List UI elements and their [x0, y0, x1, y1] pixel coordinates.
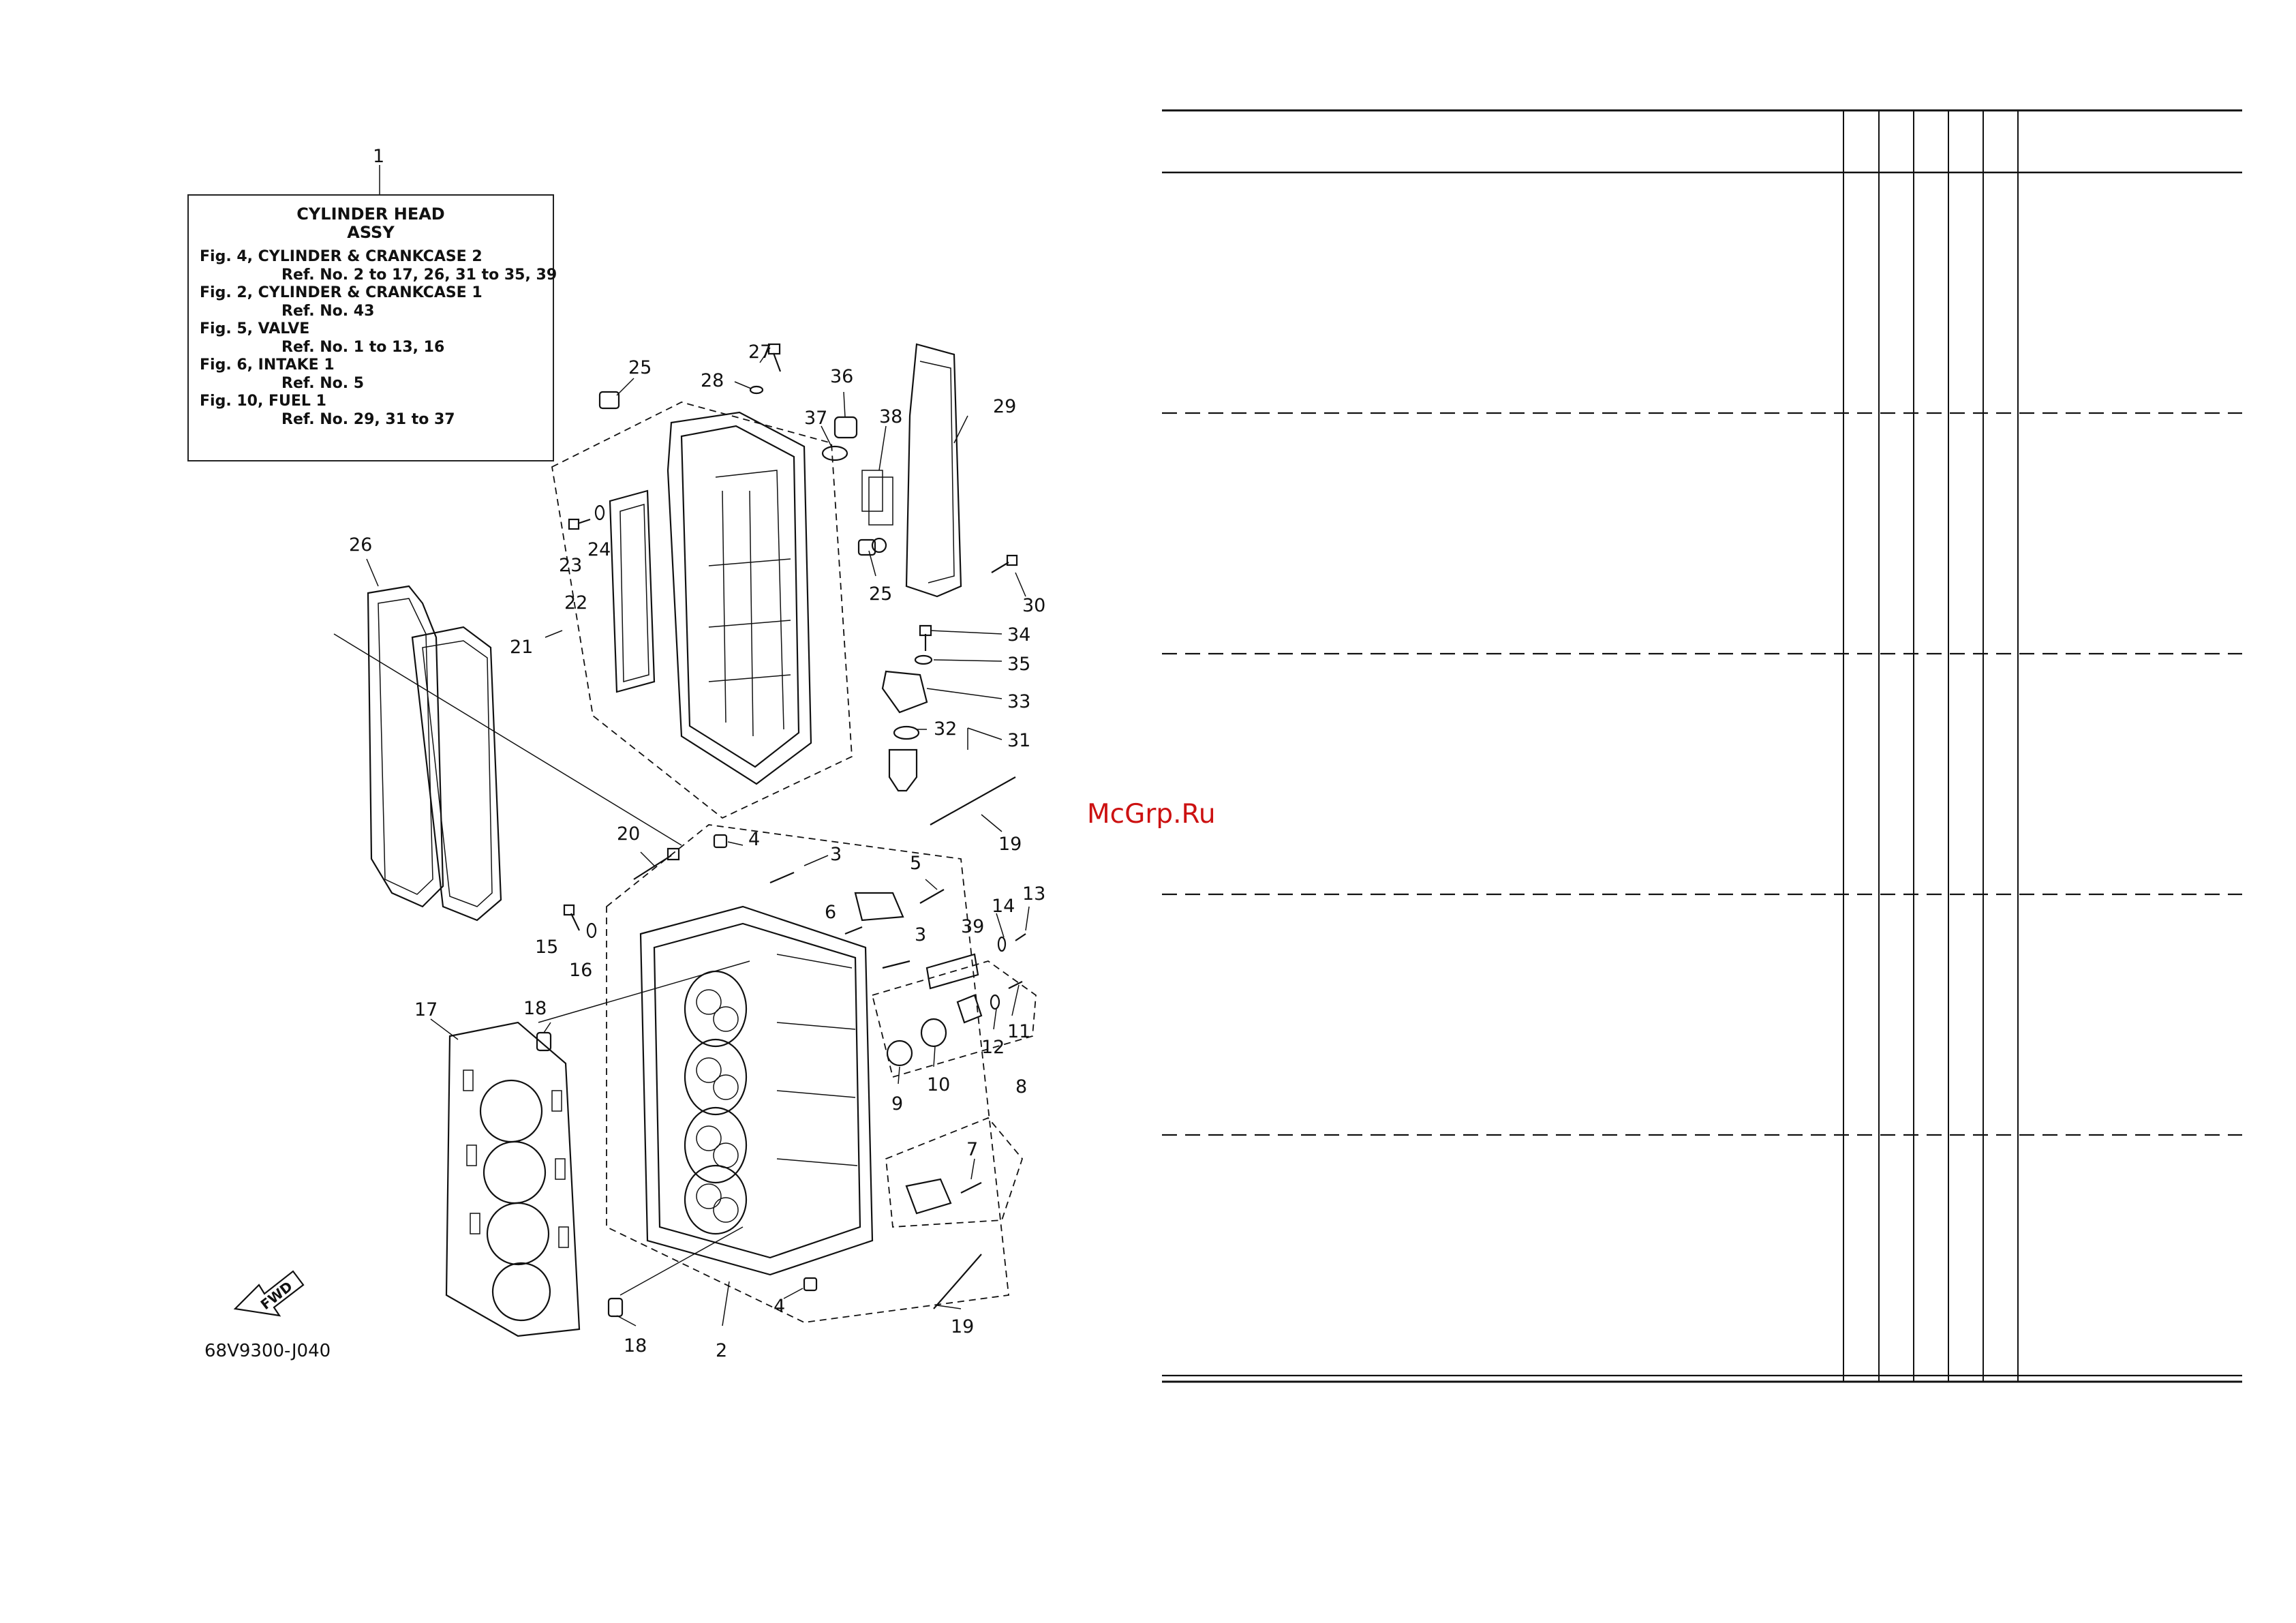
- fig-ref-line: Fig. 2, CYLINDER & CRANKCASE 1: [200, 284, 483, 301]
- callout-10: 10: [927, 1074, 950, 1095]
- figure-code: 68V9300-J040: [204, 1341, 331, 1361]
- callout-2: 2: [716, 1340, 727, 1361]
- rocker-cover-drawing: [551, 401, 853, 819]
- callout-33: 33: [1007, 691, 1030, 712]
- callout-30: 30: [1022, 595, 1045, 616]
- callout-21: 21: [510, 637, 533, 658]
- callout-22: 22: [564, 592, 587, 613]
- ref-no-line: Ref. No. 5: [281, 374, 365, 392]
- callout-7: 7: [966, 1139, 978, 1160]
- callout-27: 27: [748, 342, 771, 363]
- table-section-dividers: [1162, 412, 2242, 1377]
- fastener-drawings: [536, 343, 1037, 1318]
- callout-4a: 4: [748, 829, 760, 850]
- leader-lines: [366, 347, 1030, 1326]
- callout-26: 26: [349, 534, 372, 556]
- callout-36: 36: [830, 366, 853, 387]
- callout-18b: 18: [624, 1335, 647, 1356]
- callout-1: 1: [373, 146, 384, 167]
- callout-14: 14: [992, 896, 1015, 917]
- cylinder-head-drawing: [538, 824, 1009, 1323]
- bracket-drawing: [868, 343, 962, 598]
- cover-gasket-drawing: [333, 585, 682, 922]
- fwd-arrow-icon: FWD: [233, 1270, 305, 1317]
- ref-no-line: Ref. No. 43: [281, 302, 375, 320]
- callout-numbers: 1 25 27 28 36 37 38 29 26 23 24 22 21 25…: [349, 146, 1045, 1361]
- fig-ref-line: Fig. 5, VALVE: [200, 320, 310, 337]
- assy-subtitle: ASSY: [347, 222, 395, 242]
- callout-39: 39: [961, 916, 984, 937]
- callout-16: 16: [569, 960, 592, 981]
- assy-title: CYLINDER HEAD: [296, 204, 445, 224]
- callout-19b: 19: [951, 1316, 974, 1337]
- callout-6: 6: [825, 902, 836, 923]
- callout-15: 15: [535, 937, 558, 958]
- callout-38: 38: [879, 406, 902, 427]
- callout-9: 9: [891, 1093, 903, 1114]
- ref-no-line: Ref. No. 1 to 13, 16: [281, 338, 445, 356]
- callout-19a: 19: [998, 834, 1022, 855]
- callout-12: 12: [981, 1037, 1005, 1058]
- callout-17: 17: [414, 999, 438, 1020]
- callout-5: 5: [910, 853, 921, 874]
- callout-28: 28: [701, 370, 724, 391]
- callout-29: 29: [993, 396, 1016, 417]
- exploded-parts-diagram: 1 25 27 28 36 37 38 29 26 23 24 22 21 25…: [204, 146, 1045, 1361]
- callout-3b: 3: [915, 924, 926, 945]
- parts-list-table: [1162, 109, 2242, 1383]
- watermark: McGrp.Ru: [1087, 799, 1216, 830]
- ref-no-line: Ref. No. 2 to 17, 26, 31 to 35, 39: [281, 266, 557, 284]
- fig-ref-line: Fig. 6, INTAKE 1: [200, 357, 335, 374]
- callout-25b: 25: [869, 583, 892, 605]
- callout-20: 20: [617, 823, 640, 845]
- callout-4b: 4: [774, 1296, 785, 1317]
- callout-3a: 3: [830, 844, 842, 865]
- head-gasket-drawing: [445, 1021, 581, 1337]
- callout-35: 35: [1007, 654, 1030, 675]
- callout-11: 11: [1007, 1021, 1030, 1042]
- callout-34: 34: [1007, 624, 1030, 646]
- callout-8: 8: [1015, 1076, 1027, 1097]
- callout-37: 37: [804, 408, 827, 429]
- callout-23: 23: [559, 555, 582, 576]
- callout-18a: 18: [523, 998, 547, 1019]
- callout-24: 24: [587, 539, 611, 560]
- ref-no-line: Ref. No. 29, 31 to 37: [281, 410, 455, 428]
- callout-25a: 25: [628, 357, 652, 378]
- fig-ref-line: Fig. 10, FUEL 1: [200, 393, 326, 410]
- callout-32: 32: [934, 718, 957, 740]
- table-column-lines: [1843, 110, 2019, 1382]
- callout-31: 31: [1007, 730, 1030, 751]
- cylinder-head-assy-box: CYLINDER HEAD ASSY Fig. 4, CYLINDER & CR…: [187, 194, 557, 461]
- fig-ref-line: Fig. 4, CYLINDER & CRANKCASE 2: [200, 248, 483, 265]
- callout-13: 13: [1022, 883, 1045, 905]
